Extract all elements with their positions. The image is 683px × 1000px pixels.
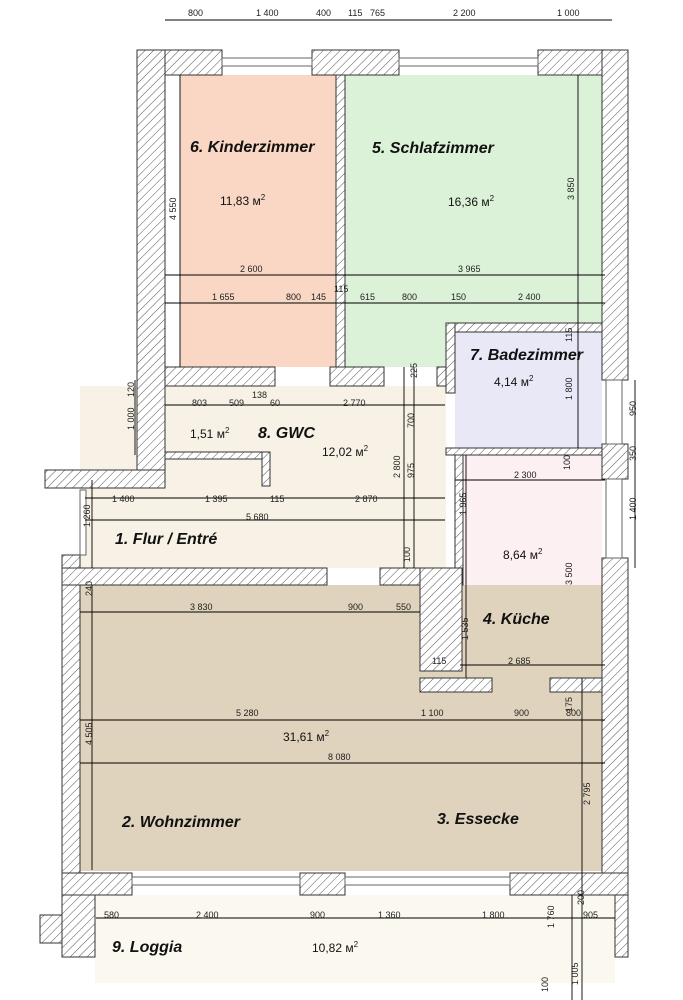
room-name-gwc: 8. GWC: [258, 425, 315, 442]
dimension-label: 4 550: [168, 197, 178, 220]
dimension-label: 100: [562, 455, 572, 470]
dimension-label: 150: [451, 292, 466, 302]
dimension-label: 115: [334, 284, 348, 294]
dimension-label: 115: [348, 8, 362, 18]
room-name-wohnzimmer: 2. Wohnzimmer: [121, 814, 241, 831]
dimension-label: 4 505: [84, 722, 94, 745]
dimension-label: 5 280: [236, 708, 259, 718]
room-area-schlafzimmer: 16,36 м2: [448, 194, 495, 209]
room-area-kueche: 8,64 м2: [503, 547, 543, 562]
dimension-label: 1 260: [82, 504, 92, 527]
dimension-label: 1 360: [378, 910, 401, 920]
dimension-label: 1 000: [557, 8, 580, 18]
dimension-label: 1 760: [546, 905, 556, 928]
dimension-label: 8 080: [328, 752, 351, 762]
dimension-label: 350: [628, 446, 638, 461]
dimension-label: 2 400: [196, 910, 219, 920]
dimension-label: 1 800: [564, 377, 574, 400]
dimension-label: 2 800: [392, 455, 402, 478]
dimension-label: 900: [310, 910, 325, 920]
room-name-badezimmer: 7. Badezimmer: [470, 347, 584, 364]
dimension-label: 3 830: [190, 602, 213, 612]
walls: [39, 49, 629, 958]
room-badezimmer: [455, 332, 602, 448]
room-area-flur: 12,02 м2: [322, 444, 369, 459]
dimension-label: 900: [348, 602, 363, 612]
dimension-label: 1 400: [256, 8, 279, 18]
dimension-label: 2 400: [518, 292, 541, 302]
dimension-label: 2 870: [355, 494, 378, 504]
room-area-loggia: 10,82 м2: [312, 940, 359, 955]
dimension-label: 800: [402, 292, 417, 302]
dimension-label: 1 655: [212, 292, 235, 302]
room-name-essecke: 3. Essecke: [437, 811, 519, 828]
dimension-label: 3 500: [564, 562, 574, 585]
dimension-label: 2 200: [453, 8, 476, 18]
dimension-label: 1 965: [458, 492, 468, 515]
dimension-label: 803: [192, 398, 207, 408]
dimension-label: 115: [270, 494, 284, 504]
dimension-label: 1 800: [482, 910, 505, 920]
dimension-label: 145: [311, 292, 326, 302]
room-kinderzimmer: [180, 75, 336, 367]
dimension-label: 800: [286, 292, 301, 302]
dimension-label: 3 965: [458, 264, 481, 274]
room-loggia: [95, 895, 615, 983]
dimension-label: 200: [576, 890, 586, 905]
dimension-label: 580: [104, 910, 119, 920]
room-area-wohnzimmer: 31,61 м2: [283, 729, 330, 744]
dimension-label: 615: [360, 292, 375, 302]
room-area-kinderzimmer: 11,83 м2: [220, 193, 266, 208]
dimension-label: 1 000: [126, 407, 136, 430]
dimension-label: 120: [126, 382, 136, 397]
dimension-label: 1 400: [628, 497, 638, 520]
dimension-label: 115: [564, 328, 574, 342]
dimension-label: 225: [409, 363, 419, 378]
room-area-gwc: 1,51 м2: [190, 426, 230, 441]
room-labels: 6. Kinderzimmer 11,83 м2 5. Schlafzimmer 16…: [112, 139, 584, 956]
dimension-label: 1 005: [570, 962, 580, 985]
dimension-label: 550: [396, 602, 411, 612]
dimension-label: 240: [84, 581, 94, 596]
dimension-label: 2 600: [240, 264, 263, 274]
room-name-kueche: 4. Küche: [482, 611, 550, 628]
room-area-badezimmer: 4,14 м2: [494, 374, 534, 389]
dimension-label: 1 395: [205, 494, 228, 504]
dimension-label: 1 400: [112, 494, 135, 504]
dimension-label: 1 535: [460, 617, 470, 640]
room-schlafzimmer: [345, 75, 602, 367]
dimension-lines: [80, 19, 636, 1000]
room-name-flur: 1. Flur / Entré: [115, 531, 217, 548]
dimension-label: 100: [402, 547, 412, 562]
dimension-label: 2 795: [582, 782, 592, 805]
dimension-label: 5 680: [246, 512, 269, 522]
dimension-label: 138: [252, 390, 267, 400]
dimension-label: 2 770: [343, 398, 366, 408]
dimension-label: 2 685: [508, 656, 531, 666]
dimension-labels: 800 1 400 400 115 765 2 200 1 000 4 550 3 850 2 6…: [82, 8, 638, 992]
dimension-label: 800: [188, 8, 203, 18]
dimension-label: 700: [406, 413, 416, 428]
dimension-label: 175: [564, 697, 574, 712]
dimension-label: 100: [540, 977, 550, 992]
dimension-label: 115: [432, 656, 446, 666]
room-name-loggia: 9. Loggia: [112, 939, 182, 956]
dimension-label: 975: [406, 463, 416, 478]
dimension-label: 800: [566, 708, 581, 718]
dimension-label: 765: [370, 8, 385, 18]
dimension-label: 3 850: [566, 177, 576, 200]
windows: [79, 57, 623, 886]
room-name-schlafzimmer: 5. Schlafzimmer: [372, 140, 495, 157]
room-name-kinderzimmer: 6. Kinderzimmer: [190, 139, 315, 156]
dimension-label: 1 100: [421, 708, 444, 718]
dimension-label: 2 300: [514, 470, 537, 480]
dimension-label: 950: [628, 401, 638, 416]
dimension-label: 905: [583, 910, 598, 920]
dimension-label: 509: [229, 398, 244, 408]
dimension-label: 900: [514, 708, 529, 718]
dimension-label: 400: [316, 8, 331, 18]
dimension-label: 60: [270, 398, 280, 408]
room-wohnzimmer: [80, 585, 602, 871]
